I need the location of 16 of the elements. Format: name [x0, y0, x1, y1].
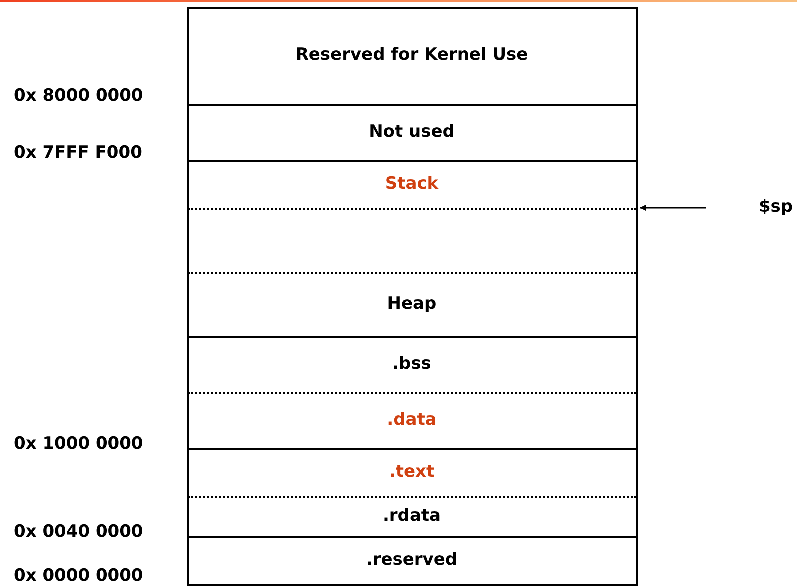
- address-label: 0x 0000 0000: [14, 566, 144, 587]
- address-label: 0x 7FFF F000: [14, 143, 142, 164]
- segment-name: Stack: [385, 174, 439, 196]
- segment-name: .data: [387, 410, 437, 432]
- segment-name: $sp: [758, 197, 794, 219]
- segment-name: Heap: [387, 294, 437, 316]
- segment-name: Reserved for Kernel Use: [296, 45, 528, 67]
- segment-name: .text: [389, 462, 435, 484]
- segment-name: Not used: [369, 122, 455, 144]
- address-label: 0x 0040 0000: [14, 522, 144, 544]
- arrow: [640, 205, 706, 211]
- address-label: 0x 8000 0000: [14, 86, 144, 108]
- segment-name: .rdata: [382, 506, 442, 528]
- segment-name: .reserved: [366, 550, 458, 572]
- address-label: 0x 1000 0000: [14, 434, 144, 456]
- segment-name: .bss: [392, 354, 432, 376]
